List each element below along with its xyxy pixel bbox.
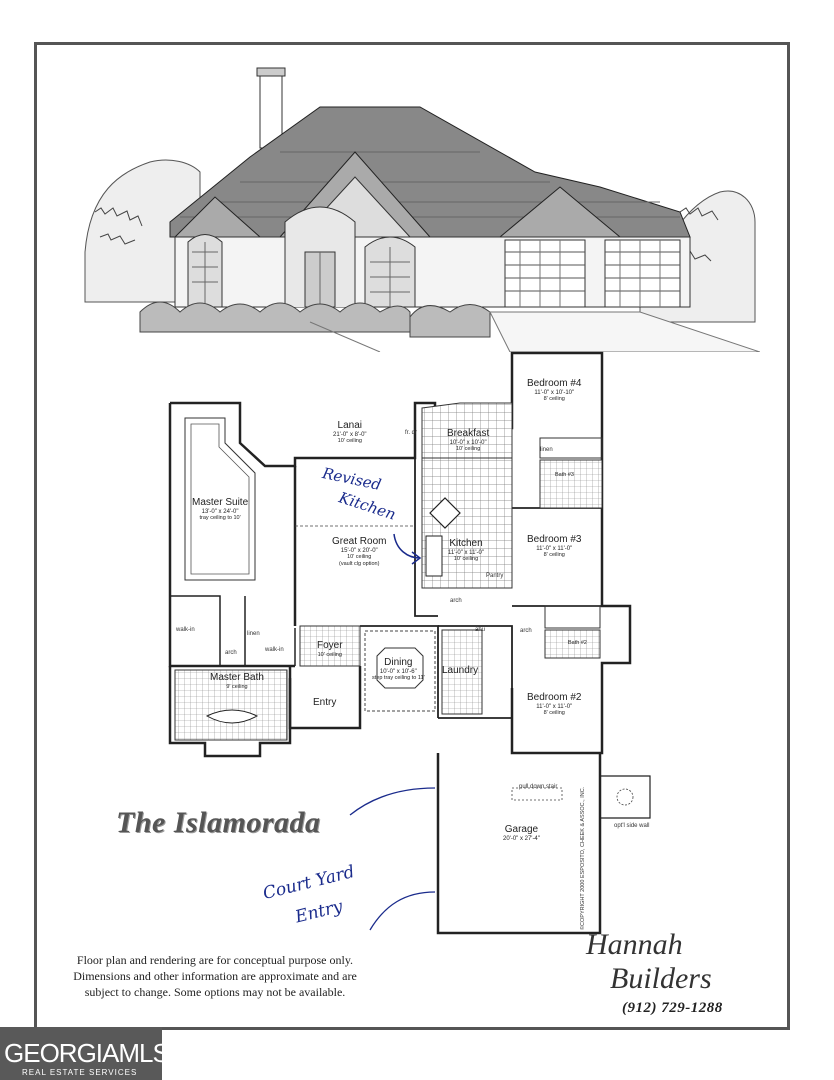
copyright-notice: ©COPYRIGHT 2000 ESPOSITO, CHEEK & ASSOC.… bbox=[580, 786, 586, 930]
room-breakfast: Breakfast 10'-0" x 10'-0" 10' ceiling bbox=[447, 428, 490, 453]
label-arch-2: arch bbox=[450, 598, 462, 604]
house-rendering bbox=[84, 67, 760, 352]
label-pantry: Pantry bbox=[486, 573, 504, 579]
watermark-main: GEORGIAMLS bbox=[4, 1038, 170, 1068]
label-arch-1: arch bbox=[225, 650, 237, 656]
handwritten-arrow-kitchen bbox=[393, 533, 422, 565]
builder-phone: (912) 729-1288 bbox=[622, 1000, 723, 1016]
room-master-suite: Master Suite 13'-0" x 24'-0" tray ceilin… bbox=[192, 497, 249, 522]
label-walk-in-2: walk-in bbox=[265, 647, 284, 653]
room-dining: Dining 10'-0" x 10'-6" step tray ceiling… bbox=[372, 657, 425, 682]
builder-name: Hannah Builders bbox=[586, 928, 712, 996]
label-optional-wall: opt'l side wall bbox=[614, 823, 650, 829]
room-master-bath: Master Bath 9' ceiling bbox=[210, 672, 264, 690]
room-bath-3: Bath #3 bbox=[555, 472, 574, 478]
label-linen: linen bbox=[247, 631, 260, 637]
room-bedroom-2: Bedroom #2 11'-0" x 11'-0" 8' ceiling bbox=[527, 692, 582, 717]
label-walk-in-1: walk-in bbox=[176, 627, 195, 633]
label-ahu: ahu bbox=[475, 627, 486, 633]
georgia-mls-watermark: GEORGIAMLS REAL ESTATE SERVICES bbox=[0, 1027, 170, 1080]
room-great-room: Great Room 15'-0" x 20'-0" 10' ceiling (… bbox=[332, 536, 387, 567]
label-pull-down-stair: pull down stair bbox=[519, 784, 558, 790]
room-lanai: Lanai 21'-0" x 8'-0" 10' ceiling bbox=[333, 420, 367, 445]
label-french-door: fr. dr bbox=[405, 430, 418, 436]
builder-name-line-1: Hannah bbox=[586, 928, 683, 961]
floor-plan bbox=[168, 351, 651, 935]
disclaimer-text: Floor plan and rendering are for concept… bbox=[73, 953, 357, 999]
room-laundry: Laundry bbox=[442, 665, 479, 676]
room-entry: Entry bbox=[313, 697, 337, 708]
builder-name-line-2: Builders bbox=[610, 962, 712, 995]
label-arch-3: arch bbox=[520, 628, 532, 634]
room-garage: Garage 20'-0" x 27'-4" bbox=[503, 824, 540, 842]
room-foyer: Foyer 10' ceiling bbox=[317, 640, 343, 658]
room-bath-2: Bath #2 bbox=[568, 640, 587, 646]
watermark-sub: REAL ESTATE SERVICES bbox=[22, 1068, 138, 1077]
room-bedroom-3: Bedroom #3 11'-0" x 11'-0" 8' ceiling bbox=[527, 534, 582, 559]
handwritten-arrows-courtyard bbox=[349, 787, 436, 931]
room-kitchen: Kitchen 11'-0" x 11'-0" 10' ceiling bbox=[448, 538, 485, 563]
room-bedroom-4: Bedroom #4 11'-0" x 10'-10" 8' ceiling bbox=[527, 378, 582, 403]
plan-title: The Islamorada bbox=[116, 806, 321, 839]
label-linen-2: linen bbox=[540, 447, 553, 453]
